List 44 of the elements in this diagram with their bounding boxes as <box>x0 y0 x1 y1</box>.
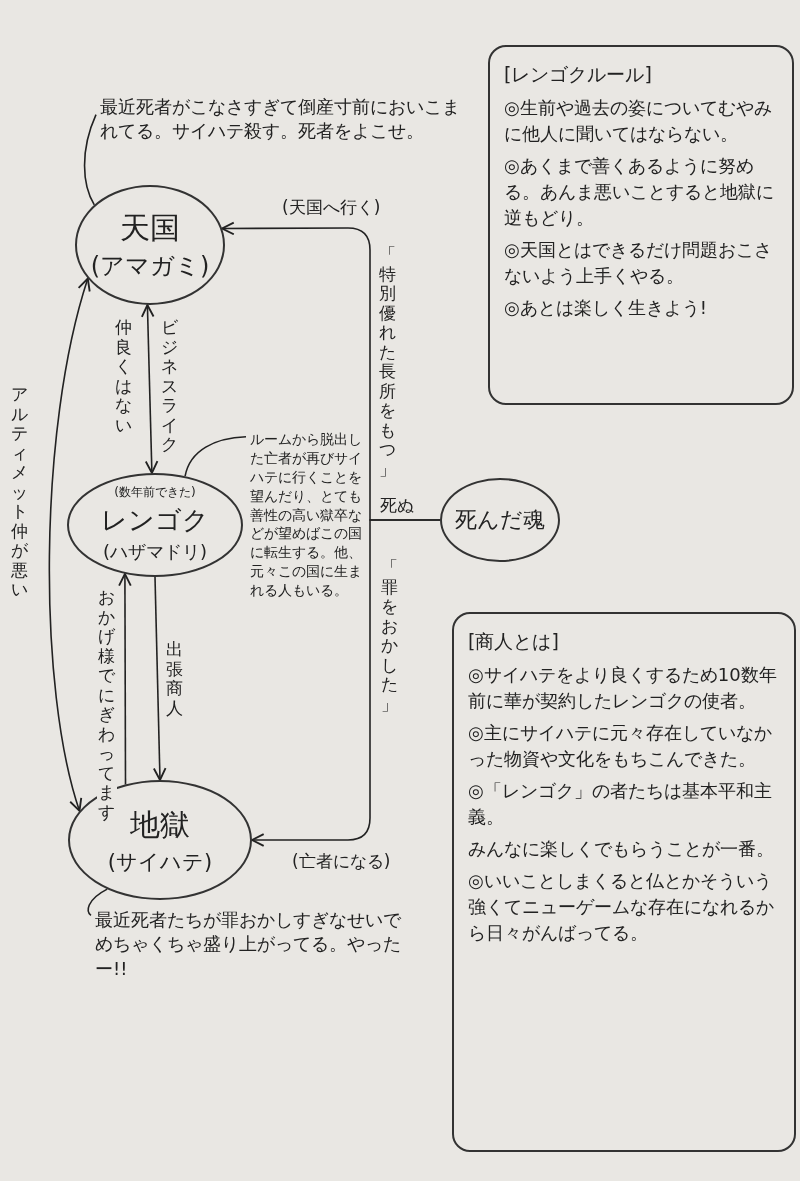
leader-line <box>184 436 247 477</box>
panel-heading: [レンゴクルール] <box>504 62 653 87</box>
edge-label: 出張商人 <box>165 640 185 719</box>
arrow <box>152 576 167 781</box>
node-label: 死んだ魂 <box>455 506 545 535</box>
bracket-note: 「罪をおかした」 <box>380 558 400 715</box>
node-label: (アマガミ) <box>90 251 210 283</box>
list-item: ◎「レンゴク」の者たちは基本平和主義。 <box>468 778 773 829</box>
list-item: ◎天国とはできるだけ問題おこさないよう上手くやる。 <box>504 238 773 289</box>
list-item: ◎主にサイハテに元々存在していなかった物資や文化をもちこんできた。 <box>468 720 773 771</box>
edge-label: (天国へ行く) <box>282 196 381 219</box>
node-label: (ハザマドリ) <box>102 540 207 565</box>
rules-panel <box>488 45 794 405</box>
edge-label: (亡者になる) <box>292 850 391 873</box>
info-panel <box>452 612 796 1152</box>
ellipse-node <box>67 473 243 577</box>
bracket-note: 「特別優れた長所をもつ」 <box>378 245 398 480</box>
list-item: ◎あとは楽しく生きよう! <box>504 296 708 321</box>
arrow <box>251 519 441 847</box>
list-item: ◎いいことしまくると仏とかそういう強くてニューゲームな存在になれるから日々がんばってる。 <box>468 869 775 946</box>
list-item: みんなに楽しくでもらうことが一番。 <box>468 837 775 862</box>
ellipse-node <box>75 185 225 305</box>
branch-label: 死ぬ <box>380 494 414 517</box>
edge-label: おかげ様でにぎわってます <box>97 588 117 823</box>
edge-label: ビジネスライク <box>160 318 180 455</box>
list-item: ◎サイハテをより良くするため10数年前に華が契約したレンゴクの使者。 <box>468 662 778 713</box>
double-arrow <box>48 277 92 812</box>
arrow <box>118 572 132 786</box>
note-text: 最近死者たちが罪おかしすぎなせいでめちゃくちゃ盛り上がってる。やったー!! <box>95 908 415 981</box>
list-item: ◎生前や過去の姿についてむやみに他人に聞いてはならない。 <box>504 95 773 146</box>
note-text: 最近死者がこなさすぎて倒産寸前においこまれてる。サイハテ殺す。死者をよこせ。 <box>100 95 460 144</box>
node-label: レンゴク <box>101 503 209 537</box>
note-text: ルームから脱出した亡者が再びサイハテに行くことを望んだり、とても善性の高い獄卒などが望めばこの国に転生する。他、元々この国に生まれる人もいる。 <box>250 430 364 600</box>
leader-line <box>87 888 108 917</box>
node-label: 天国 <box>120 208 180 247</box>
node-label: 地獄 <box>130 806 190 845</box>
panel-heading: [商人とは] <box>468 629 560 654</box>
double-arrow <box>140 304 159 474</box>
relation-label: 仲良くはない <box>114 318 134 436</box>
list-item: ◎あくまで善くあるように努める。あんま悪いことすると地獄に逆もどり。 <box>504 153 775 230</box>
node-label: (サイハテ) <box>107 848 213 876</box>
node-label: (数年前できた) <box>114 484 196 502</box>
leader-line <box>83 113 97 206</box>
ellipse-node <box>440 478 560 562</box>
